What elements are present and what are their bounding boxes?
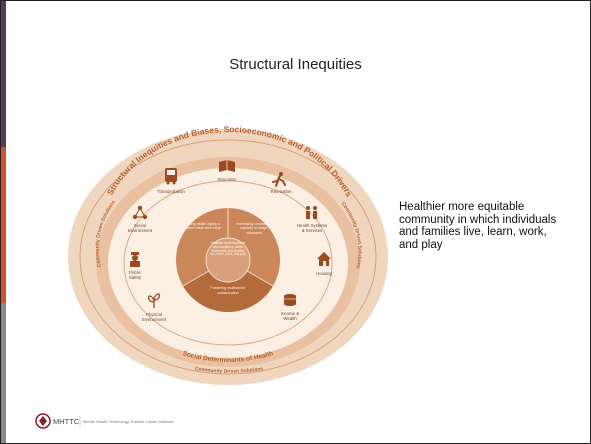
accent-bar-top (1, 1, 6, 147)
determinant-label: Recreation (271, 189, 292, 194)
inner-left-label: Making health equity a shared vision and… (183, 222, 221, 230)
accent-bar-middle (1, 147, 6, 303)
inner-circle (176, 208, 280, 312)
determinant-label: Transportation (157, 189, 185, 194)
determinant-label: Health Systems& Services (297, 223, 327, 233)
plant-icon (148, 293, 160, 308)
runner-icon (272, 172, 286, 187)
bus-icon (165, 168, 177, 185)
mhttc-logo: MHTTC Mental Health Technology Transfer … (35, 413, 174, 429)
house-icon (317, 252, 331, 266)
inner-center (205, 237, 251, 283)
determinant-transportation: Transportation (157, 168, 185, 194)
structural-inequities-diagram: Structural Inequities and Biases, Socioe… (68, 124, 388, 385)
bottom-arc-label: Community Driven Solutions (194, 366, 263, 375)
coins-icon (284, 294, 296, 306)
logo-small-text: Mental Health Technology Transfer Center… (83, 419, 174, 424)
determinant-education: Education (217, 160, 237, 182)
officer-icon (130, 252, 140, 267)
determinant-label: Housing (316, 271, 332, 276)
people-icon (306, 206, 317, 219)
accent-bar-bottom (1, 303, 6, 443)
determinant-recreation: Recreation (271, 172, 292, 194)
network-icon (132, 205, 148, 220)
determinant-health-systems: Health Systems& Services (297, 206, 327, 233)
inner-right-label: Increasing community capacity to shape o… (237, 222, 272, 235)
inner-center-label: Healthier more equitable communities in … (210, 242, 246, 256)
slide-title: Structural Inequities (229, 56, 362, 73)
outcome-text: Healthier more equitable community in wh… (399, 201, 557, 251)
determinant-label: Education (217, 177, 237, 182)
determinant-housing: Housing (316, 252, 332, 276)
inner-bottom-sector (183, 260, 273, 312)
book-icon (219, 160, 235, 172)
outer-ring-border (79, 139, 377, 375)
logo-text: MHTTC (53, 417, 80, 426)
inner-bottom-label: Fostering multisector collaboration (210, 286, 245, 295)
determinant-label: Income &Wealth (281, 311, 299, 321)
determinant-income: Income &Wealth (281, 294, 299, 321)
determinants-ring-border (123, 180, 333, 346)
